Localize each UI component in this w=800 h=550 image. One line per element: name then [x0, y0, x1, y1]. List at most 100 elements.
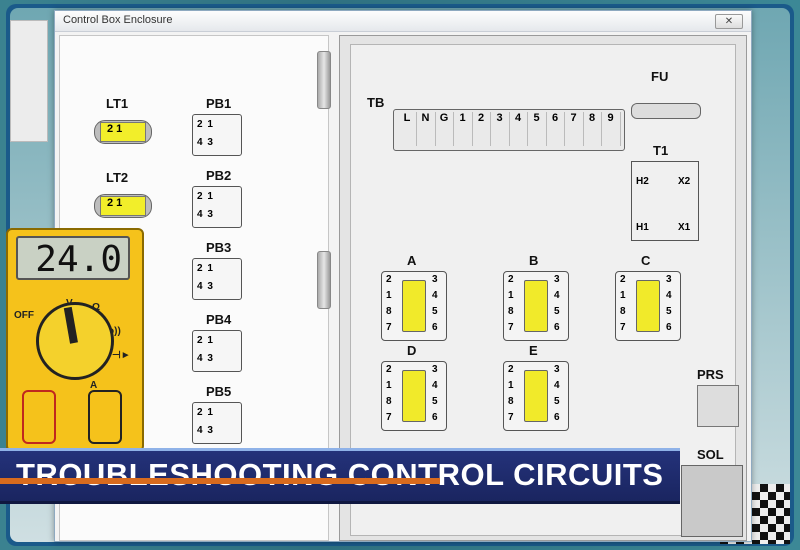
- pb-row1: 2 1: [197, 263, 214, 274]
- fuse[interactable]: [631, 103, 701, 119]
- relay-terminal[interactable]: 1: [620, 290, 626, 301]
- relay-terminal[interactable]: 3: [432, 274, 438, 285]
- relay-terminal[interactable]: 7: [386, 322, 392, 333]
- relay-terminal[interactable]: 8: [508, 306, 514, 317]
- relay-terminal[interactable]: 7: [508, 322, 514, 333]
- terminal-block-cell[interactable]: 4: [509, 112, 528, 146]
- relay-terminal[interactable]: 4: [432, 380, 438, 391]
- relay-terminal[interactable]: 3: [554, 274, 560, 285]
- relay-terminal[interactable]: 5: [554, 306, 560, 317]
- desktop-panel: [10, 20, 48, 142]
- relay-terminal[interactable]: 8: [620, 306, 626, 317]
- relay-terminal[interactable]: 7: [386, 412, 392, 423]
- relay-label: C: [641, 253, 651, 268]
- solenoid[interactable]: [681, 465, 743, 537]
- meter-dial[interactable]: [36, 302, 114, 380]
- terminal-block-cell[interactable]: 2: [472, 112, 491, 146]
- meter-diode-label: ⊣►: [112, 350, 131, 361]
- relay-terminal[interactable]: 5: [432, 396, 438, 407]
- terminal-block-cell[interactable]: L: [398, 112, 417, 146]
- meter-continuity-label: o)): [108, 326, 121, 337]
- transformer-t1[interactable]: H2 H1 X2 X1: [631, 161, 699, 241]
- terminal-block-cell[interactable]: N: [417, 112, 436, 146]
- relay-terminal[interactable]: 3: [432, 364, 438, 375]
- relay-c[interactable]: 2 1 8 7 3 4 5 6: [615, 271, 681, 341]
- door-hinge: [317, 51, 331, 109]
- relay-terminal[interactable]: 2: [386, 364, 392, 375]
- relay-terminal[interactable]: 6: [554, 412, 560, 423]
- terminal-block-cell[interactable]: 7: [565, 112, 584, 146]
- relay-terminal[interactable]: 4: [432, 290, 438, 301]
- terminal-block-cell[interactable]: G: [435, 112, 454, 146]
- relay-terminal[interactable]: 6: [666, 322, 672, 333]
- transformer-terminal: X2: [678, 176, 691, 187]
- relay-label: B: [529, 253, 539, 268]
- terminal-block-label: TB: [367, 95, 385, 110]
- relay-terminal[interactable]: 2: [386, 274, 392, 285]
- relay-coil: [402, 280, 426, 332]
- relay-terminal[interactable]: 1: [386, 380, 392, 391]
- relay-terminal[interactable]: 5: [666, 306, 672, 317]
- relay-label: D: [407, 343, 417, 358]
- relay-a[interactable]: 2 1 8 7 3 4 5 6: [381, 271, 447, 341]
- relay-terminal[interactable]: 8: [508, 396, 514, 407]
- red-probe-jack[interactable]: [22, 390, 56, 444]
- relay-terminal[interactable]: 6: [554, 322, 560, 333]
- terminal-block-cell[interactable]: 8: [583, 112, 602, 146]
- relay-terminal[interactable]: 1: [386, 290, 392, 301]
- relay-terminal[interactable]: 1: [508, 380, 514, 391]
- relay-terminal[interactable]: 2: [508, 274, 514, 285]
- pilot-lamp-lt1[interactable]: 2 1: [94, 120, 152, 144]
- solenoid-label: SOL: [697, 447, 724, 462]
- relay-terminal[interactable]: 7: [508, 412, 514, 423]
- relay-terminal[interactable]: 4: [554, 290, 560, 301]
- black-probe-jack[interactable]: [88, 390, 122, 444]
- relay-terminal[interactable]: 8: [386, 306, 392, 317]
- pb-row1: 2 1: [197, 335, 214, 346]
- relay-terminal[interactable]: 2: [508, 364, 514, 375]
- terminal-block-cell[interactable]: 3: [491, 112, 510, 146]
- terminal-block-cell[interactable]: 6: [546, 112, 565, 146]
- transformer-terminal: H1: [636, 222, 649, 233]
- relay-e[interactable]: 2 1 8 7 3 4 5 6: [503, 361, 569, 431]
- terminal-block-cell[interactable]: 5: [528, 112, 547, 146]
- relay-terminal[interactable]: 3: [554, 364, 560, 375]
- relay-terminal[interactable]: 4: [666, 290, 672, 301]
- pressure-switch[interactable]: [697, 385, 739, 427]
- multimeter[interactable]: 24.0 OFF V Ω o)) ⊣► A: [6, 228, 144, 452]
- relay-coil: [636, 280, 660, 332]
- relay-terminal[interactable]: 7: [620, 322, 626, 333]
- relay-terminal[interactable]: 2: [620, 274, 626, 285]
- prs-label: PRS: [697, 367, 724, 382]
- pushbutton-pb3[interactable]: 2 1 4 3: [192, 258, 242, 300]
- terminal-block-cell[interactable]: 1: [454, 112, 473, 146]
- relay-b[interactable]: 2 1 8 7 3 4 5 6: [503, 271, 569, 341]
- pushbutton-pb1[interactable]: 2 1 4 3: [192, 114, 242, 156]
- pb-row2: 4 3: [197, 353, 214, 364]
- relay-coil: [402, 370, 426, 422]
- relay-label: A: [407, 253, 417, 268]
- relay-terminal[interactable]: 1: [508, 290, 514, 301]
- close-button[interactable]: ✕: [715, 14, 743, 29]
- relay-terminal[interactable]: 8: [386, 396, 392, 407]
- banner-title: TROUBLESHOOTING CONTROL CIRCUITS: [16, 457, 664, 492]
- relay-d[interactable]: 2 1 8 7 3 4 5 6: [381, 361, 447, 431]
- pushbutton-pb5[interactable]: 2 1 4 3: [192, 402, 242, 444]
- dial-pointer: [63, 306, 78, 344]
- relay-terminal[interactable]: 6: [432, 412, 438, 423]
- pushbutton-pb2[interactable]: 2 1 4 3: [192, 186, 242, 228]
- relay-terminal[interactable]: 5: [432, 306, 438, 317]
- pushbutton-label: PB2: [206, 168, 232, 183]
- relay-terminal[interactable]: 6: [432, 322, 438, 333]
- relay-terminal[interactable]: 3: [666, 274, 672, 285]
- relay-terminal[interactable]: 5: [554, 396, 560, 407]
- pilot-lamp-lt2[interactable]: 2 1: [94, 194, 152, 218]
- terminal-block-cell[interactable]: 9: [602, 112, 621, 146]
- relay-label: E: [529, 343, 538, 358]
- door-hinge: [317, 251, 331, 309]
- pushbutton-pb4[interactable]: 2 1 4 3: [192, 330, 242, 372]
- meter-off-label: OFF: [14, 310, 34, 321]
- relay-terminal[interactable]: 4: [554, 380, 560, 391]
